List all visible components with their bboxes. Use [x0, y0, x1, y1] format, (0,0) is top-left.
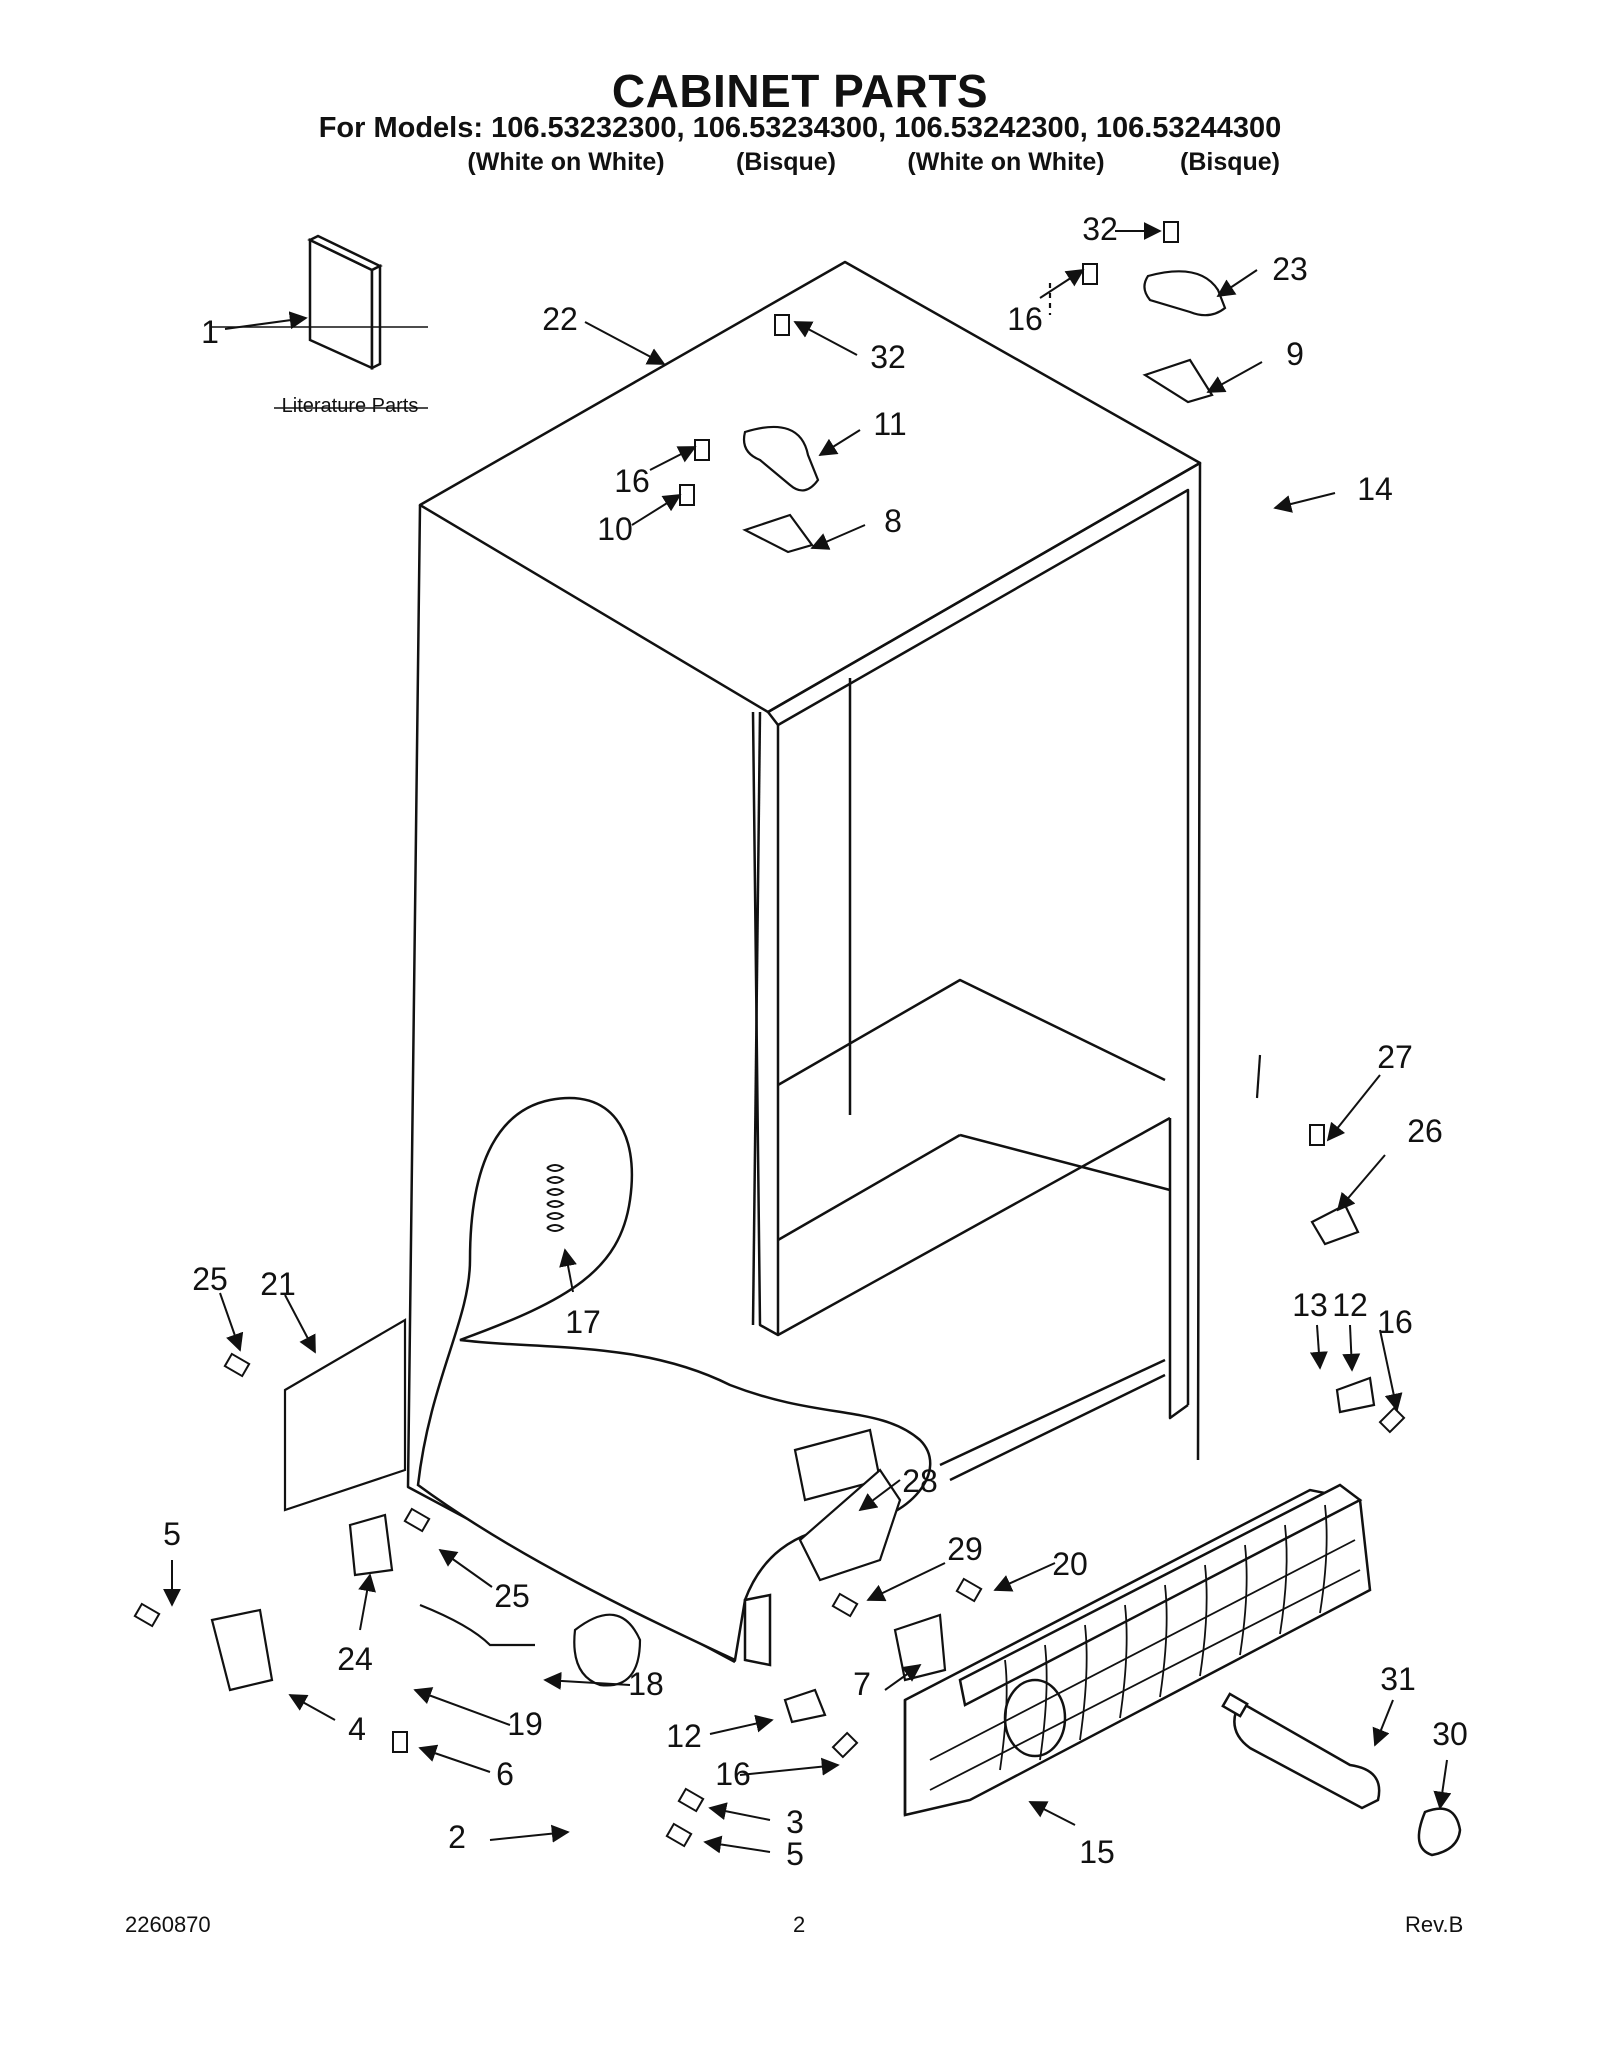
callout-21: 21	[260, 1266, 296, 1302]
callout-leaders	[163, 222, 1452, 1854]
callout-31: 31	[1380, 1661, 1416, 1697]
callout-12-left: 12	[666, 1718, 702, 1754]
callout-19: 19	[507, 1706, 543, 1742]
callout-12-right: 12	[1332, 1287, 1368, 1323]
callout-numbers: 1 22 32 11 16 10 8 32 23 16 9 14 27 26 1…	[163, 211, 1468, 1872]
literature-parts-label: Literature Parts	[282, 395, 419, 417]
callout-20: 20	[1052, 1546, 1088, 1582]
water-filter-cartridge	[1221, 1692, 1381, 1810]
filter-cap	[1417, 1807, 1462, 1857]
callout-14: 14	[1357, 471, 1393, 507]
callout-13: 13	[1292, 1287, 1328, 1323]
literature-booklet	[307, 234, 383, 371]
callout-5-left: 5	[163, 1516, 181, 1552]
callout-29: 29	[947, 1531, 983, 1567]
callout-15: 15	[1079, 1834, 1115, 1870]
callout-16-left: 16	[614, 463, 650, 499]
callout-3: 3	[786, 1804, 804, 1840]
callout-11: 11	[873, 406, 906, 442]
callout-27: 27	[1377, 1039, 1413, 1075]
callout-8: 8	[884, 503, 902, 539]
models-subtitle: For Models: 106.53232300, 106.53234300, …	[318, 112, 1282, 144]
callout-16-right: 16	[1007, 301, 1043, 337]
callout-18: 18	[628, 1666, 664, 1702]
callout-25-mid: 25	[494, 1578, 530, 1614]
revision-label: Rev.B	[1405, 1912, 1464, 1937]
callout-23: 23	[1272, 251, 1308, 287]
callout-22: 22	[542, 301, 578, 337]
hinge-parts	[210, 270, 1376, 1724]
insulation-foam	[416, 1096, 932, 1667]
callout-32-right: 32	[1082, 211, 1118, 247]
callout-28: 28	[902, 1463, 938, 1499]
model-variant-3: (White on White)	[907, 148, 1105, 176]
callout-25-left: 25	[192, 1261, 228, 1297]
callout-32-top: 32	[870, 339, 906, 375]
callout-24: 24	[337, 1641, 373, 1677]
callout-4: 4	[348, 1711, 366, 1747]
callout-9: 9	[1286, 336, 1304, 372]
page-title: CABINET PARTS	[611, 65, 989, 117]
callout-2: 2	[448, 1819, 466, 1855]
callout-16-bottom: 16	[715, 1756, 751, 1792]
drain-spring	[546, 1164, 565, 1232]
toe-grille	[903, 1483, 1372, 1817]
callout-30: 30	[1432, 1716, 1468, 1752]
callout-5-bottom: 5	[786, 1836, 804, 1872]
callout-17: 17	[565, 1304, 601, 1340]
callout-6: 6	[496, 1756, 514, 1792]
callout-7: 7	[853, 1666, 871, 1702]
callout-1: 1	[201, 314, 219, 350]
callout-16-mid: 16	[1377, 1304, 1413, 1340]
screws	[133, 221, 1406, 1848]
document-number: 2260870	[125, 1912, 211, 1937]
page-number: 2	[793, 1912, 806, 1937]
callout-26: 26	[1407, 1113, 1443, 1149]
model-variant-2: (Bisque)	[736, 148, 836, 176]
model-variant-4: (Bisque)	[1180, 148, 1280, 176]
callout-10: 10	[597, 511, 633, 547]
model-variant-1: (White on White)	[467, 148, 665, 176]
